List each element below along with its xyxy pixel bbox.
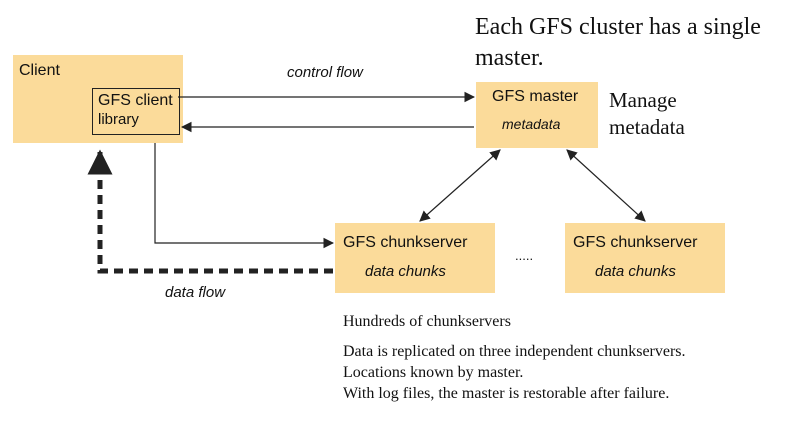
chunkserver-title-2: GFS chunkserver — [573, 234, 698, 251]
chunkserver-box-2 — [565, 223, 725, 293]
client-chunkserver-request-arrow — [154, 143, 335, 249]
chunkserver-subtitle-2: data chunks — [595, 263, 676, 280]
headline-line-2: master. — [475, 45, 544, 71]
note-line-1: Hundreds of chunkservers — [343, 313, 511, 330]
master-subtitle: metadata — [502, 116, 561, 132]
data-flow-arrow — [87, 149, 333, 274]
client-box — [13, 55, 183, 143]
master-note-1: Manage — [609, 88, 677, 112]
chunkserver-title-1: GFS chunkserver — [343, 234, 468, 251]
chunkserver-subtitle-1: data chunks — [365, 263, 446, 280]
client-title: Client — [19, 62, 60, 79]
chunkserver-box-1 — [335, 223, 495, 293]
master-box — [476, 82, 598, 148]
ellipsis: ..... — [515, 248, 534, 263]
client-library-box — [92, 88, 180, 135]
headline-line-1: Each GFS cluster has a single — [475, 14, 761, 40]
client-library-label-2: library — [98, 111, 139, 128]
master-title: GFS master — [492, 88, 579, 105]
data-flow-label: data flow — [165, 284, 226, 301]
client-library-label-1: GFS client — [98, 92, 173, 109]
control-flow-label: control flow — [287, 64, 363, 81]
master-note-2: metadata — [609, 115, 685, 139]
note-line-4: With log files, the master is restorable… — [343, 385, 670, 402]
master-chunkserver2-arrow — [566, 149, 646, 222]
note-line-2: Data is replicated on three independent … — [343, 343, 686, 360]
note-line-3: Locations known by master. — [343, 364, 524, 381]
master-chunkserver1-arrow — [419, 149, 501, 222]
